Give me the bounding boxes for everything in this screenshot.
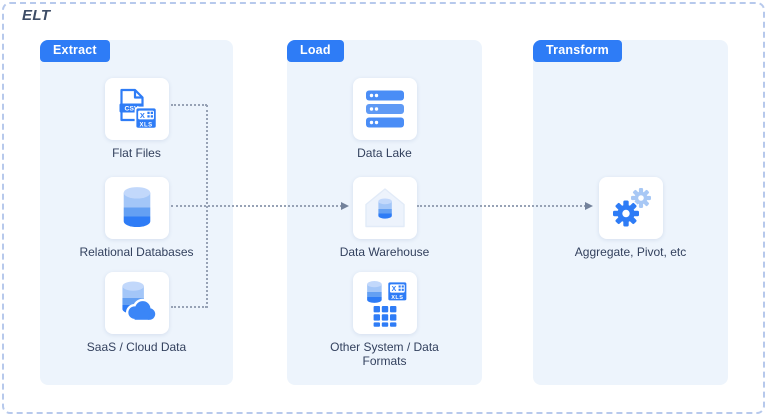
node-flat-files: CSV Flat Files xyxy=(40,78,233,160)
warehouse-icon xyxy=(364,188,405,228)
arrowhead-to-load-icon xyxy=(341,202,349,210)
connector-extract-to-load xyxy=(171,205,342,207)
gears-icon xyxy=(611,188,651,228)
connector-saas-stub xyxy=(171,306,207,308)
node-label-other-formats: Other System / Data Formats xyxy=(330,340,439,368)
connector-flat-files-stub xyxy=(171,104,207,106)
aggregate-card xyxy=(598,177,663,239)
relational-databases-card xyxy=(104,177,169,239)
node-label-flat-files: Flat Files xyxy=(112,146,161,160)
node-label-saas-cloud: SaaS / Cloud Data xyxy=(86,340,187,354)
panel-transform: Transform xyxy=(533,40,728,385)
node-label-data-lake: Data Lake xyxy=(357,146,412,160)
flat-files-card: CSV xyxy=(104,78,169,140)
data-warehouse-card xyxy=(352,177,417,239)
panel-label-extract: Extract xyxy=(40,40,110,62)
svg-text:CSV: CSV xyxy=(124,105,138,112)
node-data-warehouse: Data Warehouse xyxy=(287,177,482,259)
node-label-relational-databases: Relational Databases xyxy=(79,245,194,259)
arrowhead-to-transform-icon xyxy=(585,202,593,210)
node-data-lake: Data Lake xyxy=(287,78,482,160)
panel-label-transform: Transform xyxy=(533,40,622,62)
panel-extract: Extract CSV Flat Files Relational Databa… xyxy=(40,40,233,385)
node-relational-databases: Relational Databases xyxy=(40,177,233,259)
server-stack-icon xyxy=(365,90,404,128)
diagram-title: ELT xyxy=(22,7,51,24)
panel-label-load: Load xyxy=(287,40,344,62)
node-saas-cloud: SaaS / Cloud Data xyxy=(40,272,233,354)
saas-cloud-card xyxy=(104,272,169,334)
node-label-data-warehouse: Data Warehouse xyxy=(339,245,430,259)
other-formats-card xyxy=(352,272,417,334)
saas-cloud-icon xyxy=(121,281,158,323)
data-lake-card xyxy=(352,78,417,140)
mixed-formats-icon xyxy=(366,280,408,327)
node-aggregate: Aggregate, Pivot, etc xyxy=(533,177,728,259)
panel-load: Load Data Lake xyxy=(287,40,482,385)
node-other-formats: Other System / Data Formats xyxy=(287,272,482,368)
connector-load-to-transform xyxy=(417,205,586,207)
flat-files-icon: CSV xyxy=(119,88,157,130)
node-label-aggregate: Aggregate, Pivot, etc xyxy=(574,245,687,259)
database-icon xyxy=(123,187,150,227)
